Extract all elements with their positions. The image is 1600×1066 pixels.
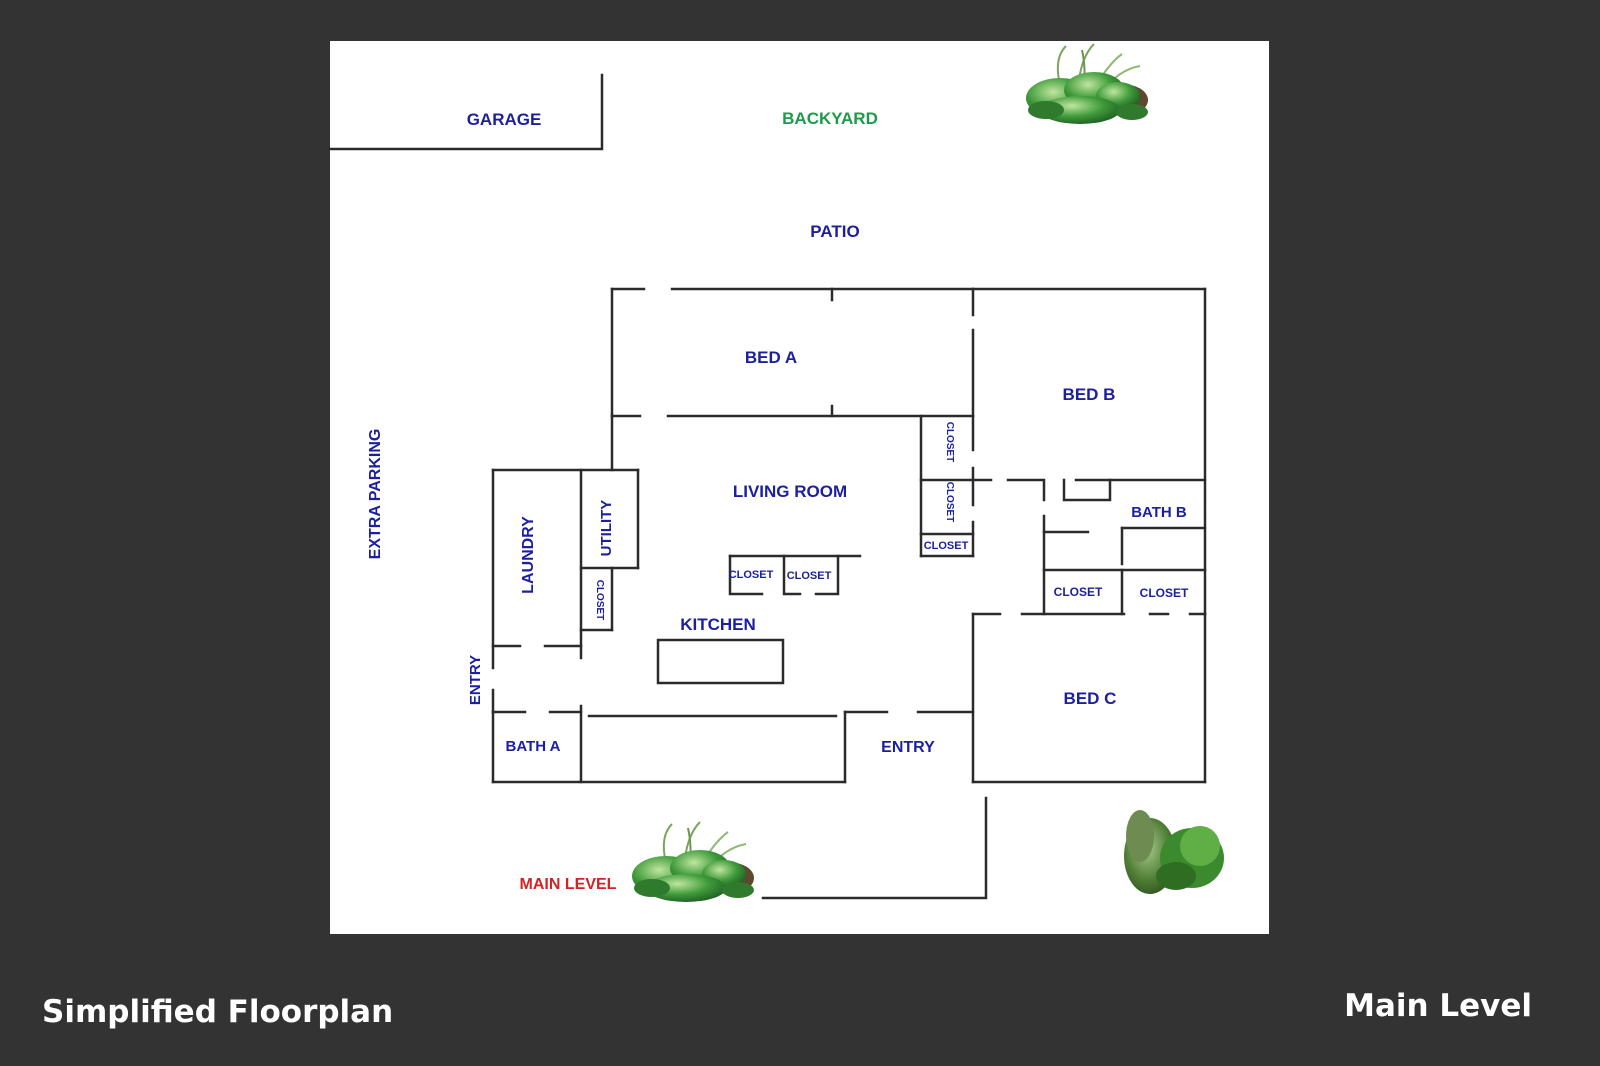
- closet-label: CLOSET: [1054, 585, 1103, 599]
- garage-label: GARAGE: [467, 110, 542, 129]
- closet-label: CLOSET: [729, 569, 774, 581]
- caption-simplified-floorplan: Simplified Floorplan: [42, 994, 394, 1030]
- bath-a-label: BATH A: [506, 738, 561, 755]
- patio-label: PATIO: [810, 222, 859, 241]
- herb-plant-icon: [1124, 810, 1224, 894]
- closet-label: CLOSET: [1140, 586, 1189, 600]
- entry-label: ENTRY: [881, 739, 935, 756]
- bath-b-label: BATH B: [1131, 504, 1187, 521]
- main-level-label: MAIN LEVEL: [520, 876, 617, 893]
- utility-label: UTILITY: [598, 500, 615, 557]
- floorplan-sheet: [330, 41, 1269, 934]
- walls: [328, 73, 1207, 900]
- bed-b-label: BED B: [1063, 385, 1116, 404]
- kitchen-label: KITCHEN: [680, 615, 756, 634]
- closet-label: CLOSET: [924, 540, 969, 552]
- closet-label: CLOSET: [594, 580, 605, 621]
- backyard-label: BACKYARD: [782, 109, 878, 128]
- living-room-label: LIVING ROOM: [733, 482, 847, 501]
- entry-label: ENTRY: [467, 655, 484, 705]
- extra-parking-label: EXTRA PARKING: [367, 429, 384, 560]
- caption-main-level: Main Level: [1344, 988, 1532, 1024]
- closet-label: CLOSET: [944, 482, 955, 523]
- bed-c-label: BED C: [1064, 689, 1117, 708]
- closet-label: CLOSET: [944, 422, 955, 463]
- bed-a-label: BED A: [745, 348, 797, 367]
- laundry-label: LAUNDRY: [520, 516, 537, 594]
- closet-label: CLOSET: [787, 570, 832, 582]
